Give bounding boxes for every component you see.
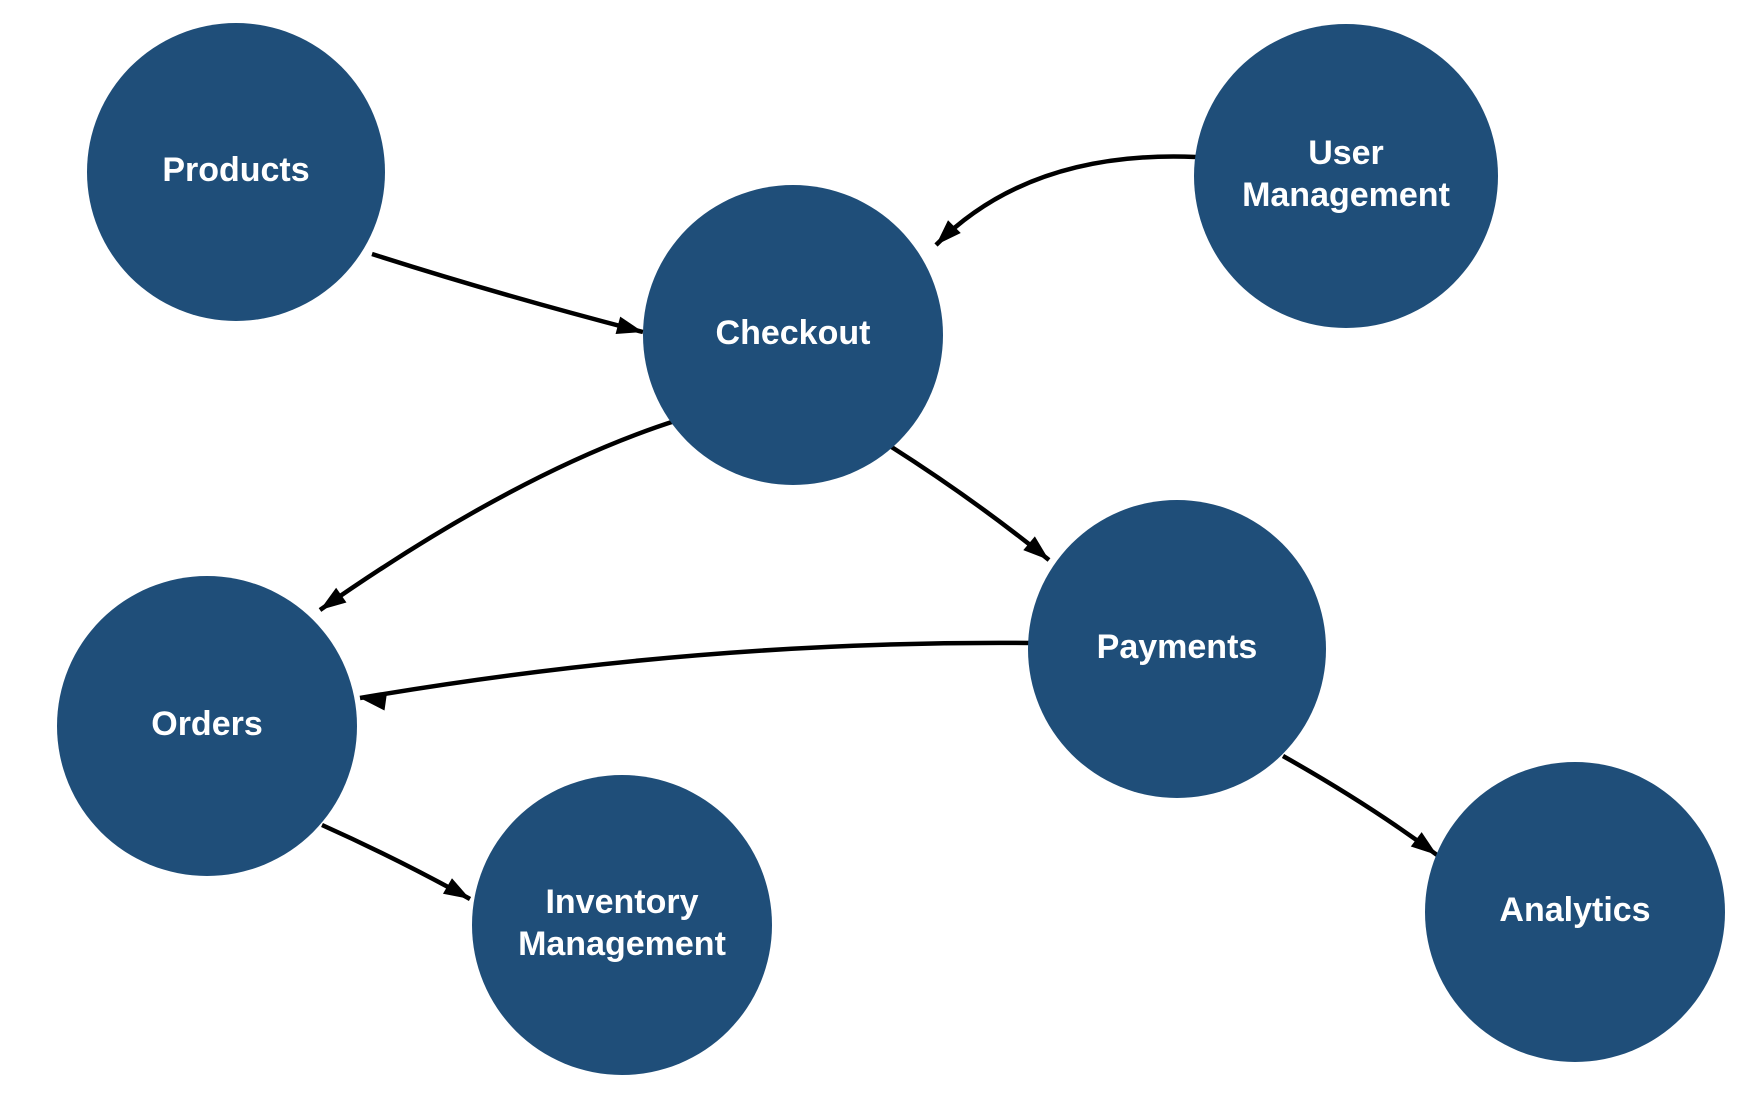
node-analytics[interactable]: Analytics [1425,762,1725,1062]
node-circle[interactable] [1194,24,1498,328]
arrow-head-icon [615,316,643,334]
edge-payments-to-analytics [1281,754,1439,857]
edge-line [371,251,644,335]
arrow-head-icon [442,878,470,899]
edge-checkout-to-payments [888,444,1051,562]
node-products[interactable]: Products [87,23,385,321]
node-checkout[interactable]: Checkout [643,185,943,485]
edge-line [888,444,1051,562]
edges-layer [318,154,1439,901]
node-circle[interactable] [1425,762,1725,1062]
edge-line [359,640,1033,701]
edge-line [1281,754,1439,857]
edge-line [934,154,1197,247]
edge-orders-to-inventory-management [321,822,472,901]
edge-line [318,417,679,612]
node-orders[interactable]: Orders [57,576,357,876]
arrow-head-icon [320,587,347,610]
edge-checkout-to-orders [318,417,679,612]
arrow-head-icon [1023,536,1049,560]
arrow-head-icon [1410,832,1437,855]
arrow-head-icon [360,692,387,711]
node-circle[interactable] [1028,500,1326,798]
edge-user-management-to-checkout [934,154,1197,247]
node-circle[interactable] [643,185,943,485]
arrow-head-icon [936,220,961,245]
node-circle[interactable] [57,576,357,876]
node-payments[interactable]: Payments [1028,500,1326,798]
node-circle[interactable] [87,23,385,321]
edge-products-to-checkout [371,251,644,335]
edge-payments-to-orders [359,640,1033,711]
node-circle[interactable] [472,775,772,1075]
